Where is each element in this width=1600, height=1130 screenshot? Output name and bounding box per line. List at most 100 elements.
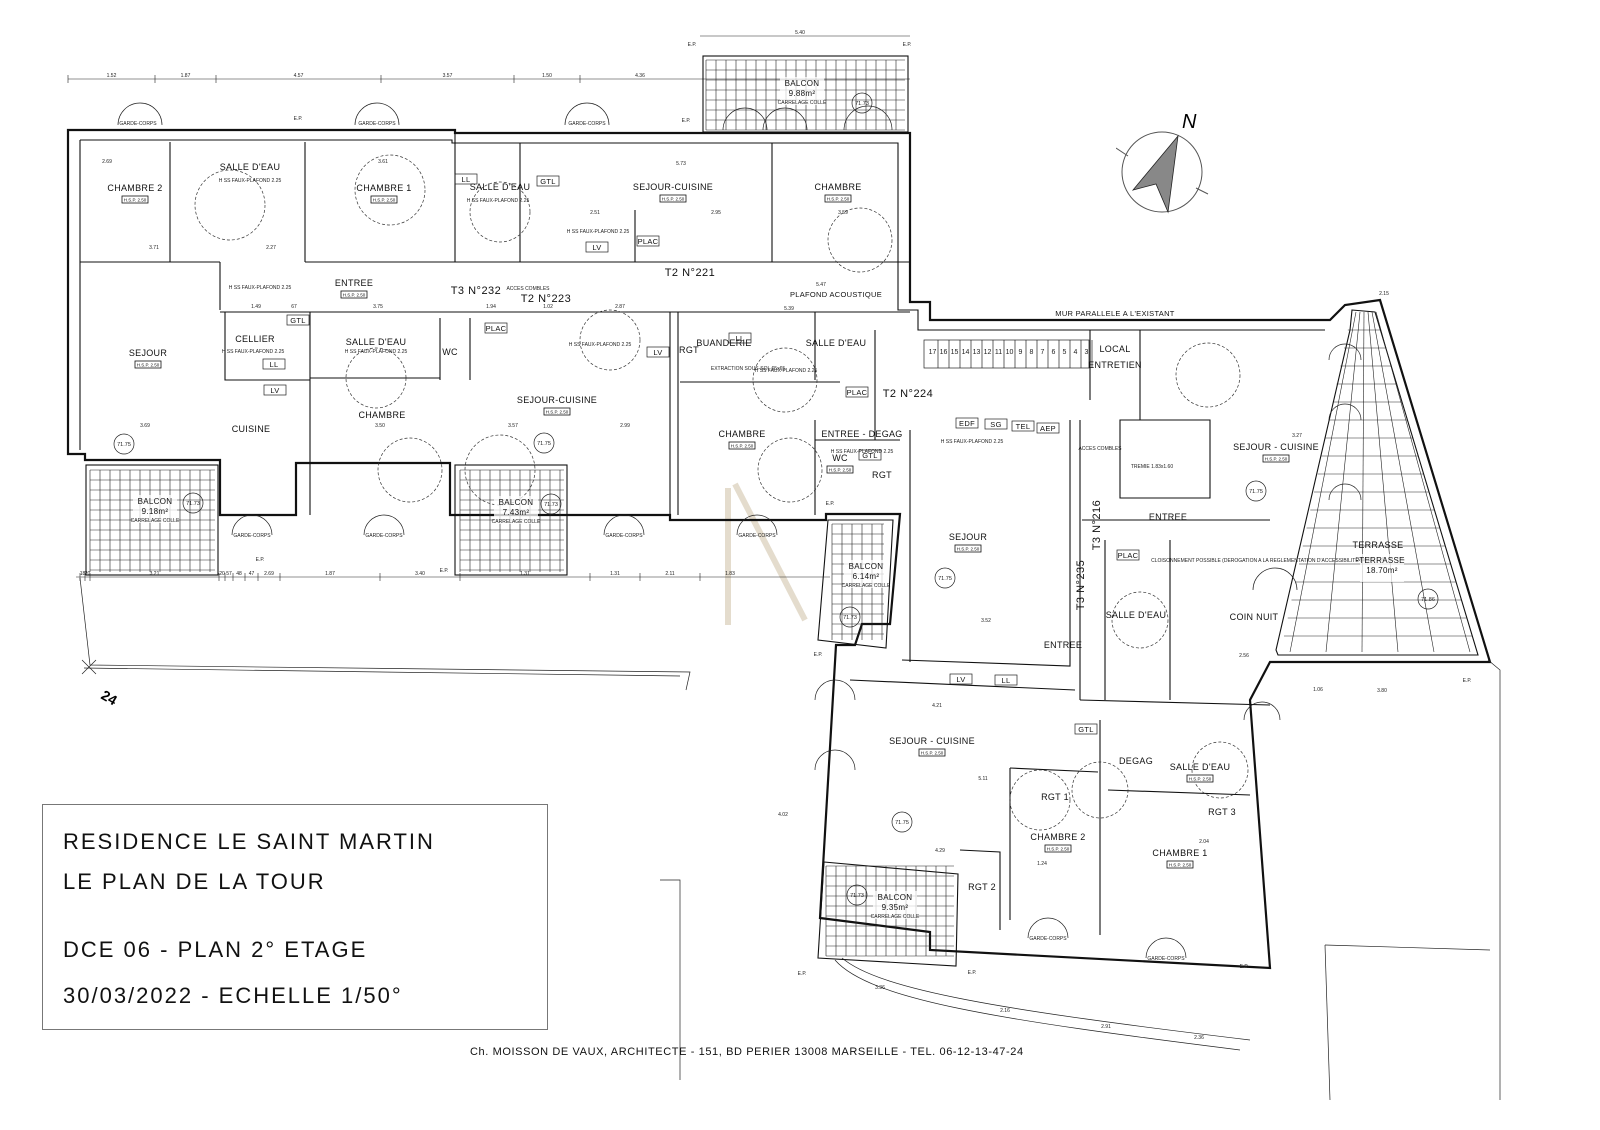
svg-text:ACCES COMBLES: ACCES COMBLES (1078, 446, 1122, 452)
svg-text:E.P.: E.P. (968, 970, 977, 976)
svg-text:4: 4 (1074, 349, 1078, 356)
svg-text:67: 67 (291, 304, 297, 310)
svg-text:LL: LL (736, 334, 745, 343)
svg-text:RGT 3: RGT 3 (1208, 807, 1236, 817)
svg-text:CHAMBRE: CHAMBRE (814, 182, 861, 192)
svg-text:3: 3 (1085, 349, 1089, 356)
svg-text:LV: LV (270, 386, 279, 395)
svg-text:3.36: 3.36 (875, 985, 885, 991)
svg-text:5.73: 5.73 (676, 161, 686, 167)
svg-text:3.52: 3.52 (981, 618, 991, 624)
svg-text:ENTREE: ENTREE (1149, 512, 1187, 522)
svg-text:E.P.: E.P. (682, 118, 691, 124)
svg-text:H SS FAUX-PLAFOND 2.25: H SS FAUX-PLAFOND 2.25 (755, 368, 818, 374)
svg-text:BALCON: BALCON (878, 893, 913, 902)
svg-text:SALLE D'EAU: SALLE D'EAU (1106, 610, 1167, 620)
svg-text:H.S.P. 2.50: H.S.P. 2.50 (124, 198, 147, 203)
svg-text:3.80: 3.80 (1377, 688, 1387, 694)
svg-text:H SS FAUX-PLAFOND 2.25: H SS FAUX-PLAFOND 2.25 (567, 229, 630, 235)
svg-text:E.P.: E.P. (1463, 678, 1472, 684)
svg-text:T3 N°216: T3 N°216 (1091, 500, 1103, 551)
svg-text:5.11: 5.11 (978, 776, 988, 782)
svg-text:SALLE D'EAU: SALLE D'EAU (806, 338, 867, 348)
project-location: LE PLAN DE LA TOUR (63, 869, 326, 894)
svg-text:H.S.P. 2.50: H.S.P. 2.50 (546, 410, 569, 415)
svg-text:1.52: 1.52 (107, 73, 117, 79)
svg-text:E.P.: E.P. (294, 116, 303, 122)
svg-text:CARRELAGE COLLE: CARRELAGE COLLE (842, 583, 891, 589)
svg-text:CHAMBRE 1: CHAMBRE 1 (356, 183, 411, 193)
svg-text:GARDE-CORPS: GARDE-CORPS (119, 121, 157, 127)
svg-text:SALLE D'EAU: SALLE D'EAU (470, 182, 531, 192)
svg-text:CHAMBRE 2: CHAMBRE 2 (1030, 832, 1085, 842)
svg-text:ACCES COMBLES: ACCES COMBLES (506, 286, 550, 292)
svg-text:2.51: 2.51 (590, 210, 600, 216)
svg-text:H.S.P. 2.50: H.S.P. 2.50 (921, 751, 944, 756)
svg-text:CHAMBRE 2: CHAMBRE 2 (107, 183, 162, 193)
svg-text:RGT 2: RGT 2 (968, 882, 996, 892)
svg-text:3.50: 3.50 (375, 423, 385, 429)
svg-text:15: 15 (951, 349, 959, 356)
building-outline-north-wing (66, 128, 1492, 970)
svg-text:2.27: 2.27 (266, 245, 276, 251)
svg-text:AEP: AEP (1040, 424, 1056, 433)
svg-text:1.49: 1.49 (251, 304, 261, 310)
svg-text:4.57: 4.57 (294, 73, 304, 79)
svg-text:GARDE-CORPS: GARDE-CORPS (1029, 936, 1067, 942)
svg-text:5.47: 5.47 (816, 282, 826, 288)
svg-text:H.S.P. 2.50: H.S.P. 2.50 (827, 197, 850, 202)
north-arrow: N (1115, 108, 1216, 218)
svg-text:CHAMBRE: CHAMBRE (718, 429, 765, 439)
fixture-labels: GTLGTLGTLGTLPLACPLACPLACPLACLLLLLLLLLVLV… (262, 173, 1140, 735)
svg-text:7.43m²: 7.43m² (503, 508, 530, 517)
svg-text:3.40: 3.40 (415, 571, 425, 577)
svg-text:H.S.P. 2.50: H.S.P. 2.50 (957, 547, 980, 552)
svg-text:H.S.P. 2.50: H.S.P. 2.50 (1047, 847, 1070, 852)
svg-text:H SS FAUX-PLAFOND 2.25: H SS FAUX-PLAFOND 2.25 (229, 285, 292, 291)
svg-text:48: 48 (236, 571, 242, 577)
svg-text:T2 N°223: T2 N°223 (521, 293, 572, 305)
svg-text:PLAC: PLAC (486, 324, 507, 333)
svg-text:2.04: 2.04 (1199, 839, 1209, 845)
project-name: RESIDENCE LE SAINT MARTIN (63, 829, 435, 854)
svg-text:2.99: 2.99 (620, 423, 630, 429)
svg-text:2.91: 2.91 (1101, 1024, 1111, 1030)
svg-text:3.71: 3.71 (149, 245, 159, 251)
svg-text:T2 N°224: T2 N°224 (883, 388, 934, 400)
svg-text:E.P.: E.P. (903, 42, 912, 48)
svg-text:16: 16 (940, 349, 948, 356)
svg-text:WC: WC (442, 347, 458, 357)
svg-text:2.16: 2.16 (1000, 1008, 1010, 1014)
building-outline-south-wing (849, 330, 1271, 935)
svg-text:18: 18 (80, 571, 86, 577)
svg-text:2.95: 2.95 (711, 210, 721, 216)
svg-text:GARDE-CORPS: GARDE-CORPS (738, 533, 776, 539)
compass-needle-icon (1131, 134, 1179, 214)
svg-text:SEJOUR: SEJOUR (129, 348, 168, 358)
svg-text:GARDE-CORPS: GARDE-CORPS (568, 121, 606, 127)
svg-text:H SS FAUX-PLAFOND 2.25: H SS FAUX-PLAFOND 2.25 (219, 178, 282, 184)
svg-text:2.56: 2.56 (1239, 653, 1249, 659)
svg-text:H SS FAUX-PLAFOND 2.25: H SS FAUX-PLAFOND 2.25 (345, 349, 408, 355)
svg-text:3.57: 3.57 (443, 73, 453, 79)
svg-text:CARRELAGE COLLE: CARRELAGE COLLE (778, 100, 827, 106)
svg-text:71.86: 71.86 (1421, 597, 1435, 603)
svg-text:E.P.: E.P. (1240, 964, 1249, 970)
svg-text:12: 12 (984, 349, 992, 356)
svg-text:71.73: 71.73 (850, 893, 864, 899)
svg-text:TERRASSE: TERRASSE (1359, 556, 1405, 565)
svg-text:20: 20 (85, 571, 91, 577)
ceiling-note: PLAFOND ACOUSTIQUE (790, 290, 882, 299)
svg-text:COIN NUIT: COIN NUIT (1230, 612, 1279, 622)
svg-text:3.75: 3.75 (373, 304, 383, 310)
svg-text:13: 13 (973, 349, 981, 356)
svg-text:WC: WC (832, 453, 848, 463)
svg-text:1.87: 1.87 (325, 571, 335, 577)
svg-text:71.73: 71.73 (186, 501, 200, 507)
svg-text:CLOISONNEMENT POSSIBLE (DEROGA: CLOISONNEMENT POSSIBLE (DEROGATION A LA … (1151, 558, 1373, 564)
svg-text:SALLE D'EAU: SALLE D'EAU (346, 337, 407, 347)
svg-text:GARDE-CORPS: GARDE-CORPS (605, 533, 643, 539)
svg-text:47: 47 (249, 571, 255, 577)
svg-text:LV: LV (956, 675, 965, 684)
